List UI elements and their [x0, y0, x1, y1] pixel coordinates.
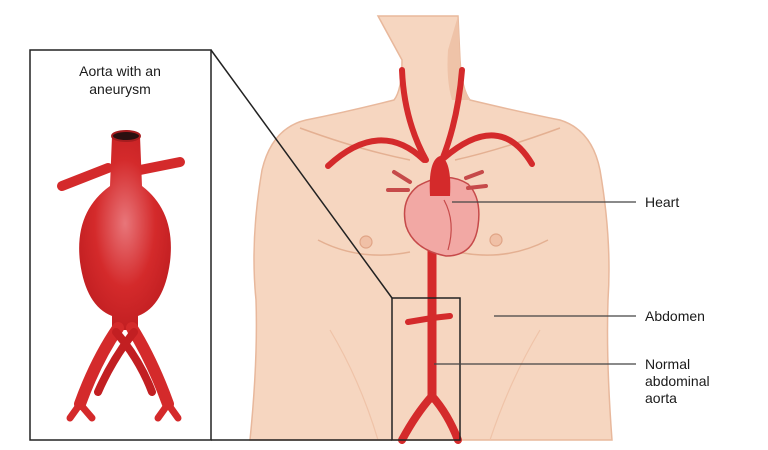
- renal-branch-right: [429, 313, 453, 321]
- aneurysm-opening: [111, 130, 141, 142]
- aneurysm-cross-right: [94, 328, 138, 396]
- abdominal-highlight-box: [391, 297, 461, 441]
- heart-vessel-left: [386, 170, 412, 192]
- heart-label: Heart: [645, 194, 680, 210]
- connector-top: [210, 49, 393, 299]
- inset-title-line1: Aorta with an: [79, 63, 161, 79]
- inset-title: Aorta with an aneurysm: [30, 62, 210, 98]
- subclavian-left: [325, 137, 427, 169]
- nipple-left: [359, 235, 373, 249]
- nipple-right: [489, 233, 503, 247]
- aneurysm-trunk: [79, 136, 171, 330]
- aneurysm-branch-left: [57, 163, 113, 191]
- neck-shading: [447, 16, 470, 100]
- abdomen-shading: [329, 329, 379, 441]
- iliac-right: [428, 392, 462, 444]
- carotid-left: [399, 67, 429, 163]
- body-arteries: [325, 67, 535, 444]
- renal-branch-left: [405, 315, 435, 325]
- inset-title-line2: aneurysm: [89, 81, 151, 97]
- aneurysm-foot-right: [154, 400, 182, 422]
- aneurysm-cross-left: [112, 328, 156, 396]
- chest-contour-right: [454, 127, 561, 161]
- heart-detail: [443, 199, 452, 251]
- aneurysm-branch-right: [135, 157, 185, 175]
- abdomen-shading-right: [489, 329, 541, 441]
- iliac-left: [398, 392, 436, 444]
- heart-vessel-right: [464, 170, 488, 190]
- carotid-right: [439, 67, 465, 163]
- subclavian-right: [441, 132, 535, 167]
- aneurysm-foot-left: [66, 400, 96, 422]
- heart-illustration: [386, 156, 488, 257]
- normal-abdominal-aorta-label: Normal abdominal aorta: [645, 356, 710, 406]
- aneurysm-aorta: [57, 130, 185, 422]
- aortic-arch: [429, 156, 451, 196]
- pec-right: [457, 239, 549, 256]
- abdomen-label: Abdomen: [645, 308, 705, 324]
- pec-left: [317, 239, 411, 256]
- heart-body: [403, 176, 480, 257]
